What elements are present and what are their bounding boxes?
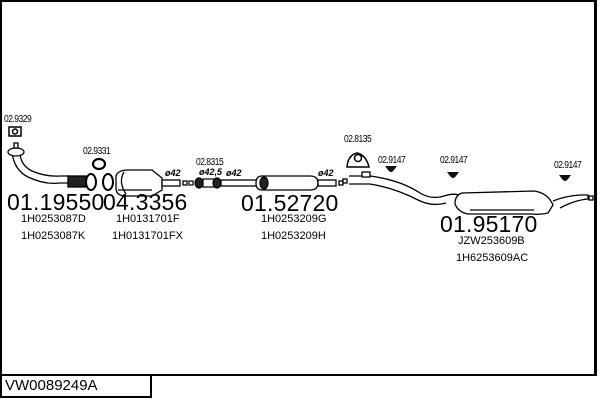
accessory-code[interactable]: 02.9147 — [440, 155, 468, 166]
diagram-frame — [0, 0, 597, 376]
flange-gasket-icon — [8, 126, 22, 137]
accessory-code[interactable]: 02.9147 — [378, 155, 406, 166]
part-number[interactable]: 04.3356 — [103, 189, 188, 215]
part-number[interactable]: 01.95170 — [440, 211, 538, 237]
oem-number: 1H0253209G — [261, 213, 327, 225]
accessory-code[interactable]: 02.9147 — [554, 160, 582, 171]
hanger-icon — [385, 166, 571, 181]
sealing-ring-icon — [91, 157, 107, 171]
part-number[interactable]: 01.52720 — [241, 190, 339, 216]
catalytic-converter-part[interactable] — [102, 169, 188, 197]
middle-muffler-part[interactable] — [220, 175, 344, 191]
diameter-label: ø42,5 — [199, 167, 223, 177]
diameter-label: ø42 — [226, 168, 242, 178]
accessory-code[interactable]: 02.9329 — [4, 114, 32, 125]
oem-number: 1H0131701F — [116, 213, 180, 225]
diameter-label: ø42 — [318, 168, 334, 178]
oem-number: 1H6253609AC — [456, 252, 529, 264]
accessory-code[interactable]: 02.9331 — [83, 146, 111, 157]
rear-muffler-part[interactable] — [342, 171, 594, 215]
clamp-icon — [188, 177, 222, 189]
oem-number: 1H0131701FX — [112, 230, 183, 242]
oem-number: JZW253609B — [458, 235, 525, 247]
oem-number: 1H0253087K — [21, 230, 86, 242]
oem-number: 1H0253087D — [21, 213, 86, 225]
accessory-code[interactable]: 02.8135 — [344, 134, 372, 145]
part-number[interactable]: 01.19550 — [7, 189, 105, 215]
front-pipe-part[interactable] — [7, 142, 97, 191]
rubber-mount-icon — [346, 152, 370, 168]
reference-number: VW0089249A — [0, 376, 152, 398]
oem-number: 1H0253209H — [261, 230, 326, 242]
accessory-code[interactable]: 02.8315 — [196, 157, 224, 168]
diameter-label: ø42 — [165, 168, 181, 178]
